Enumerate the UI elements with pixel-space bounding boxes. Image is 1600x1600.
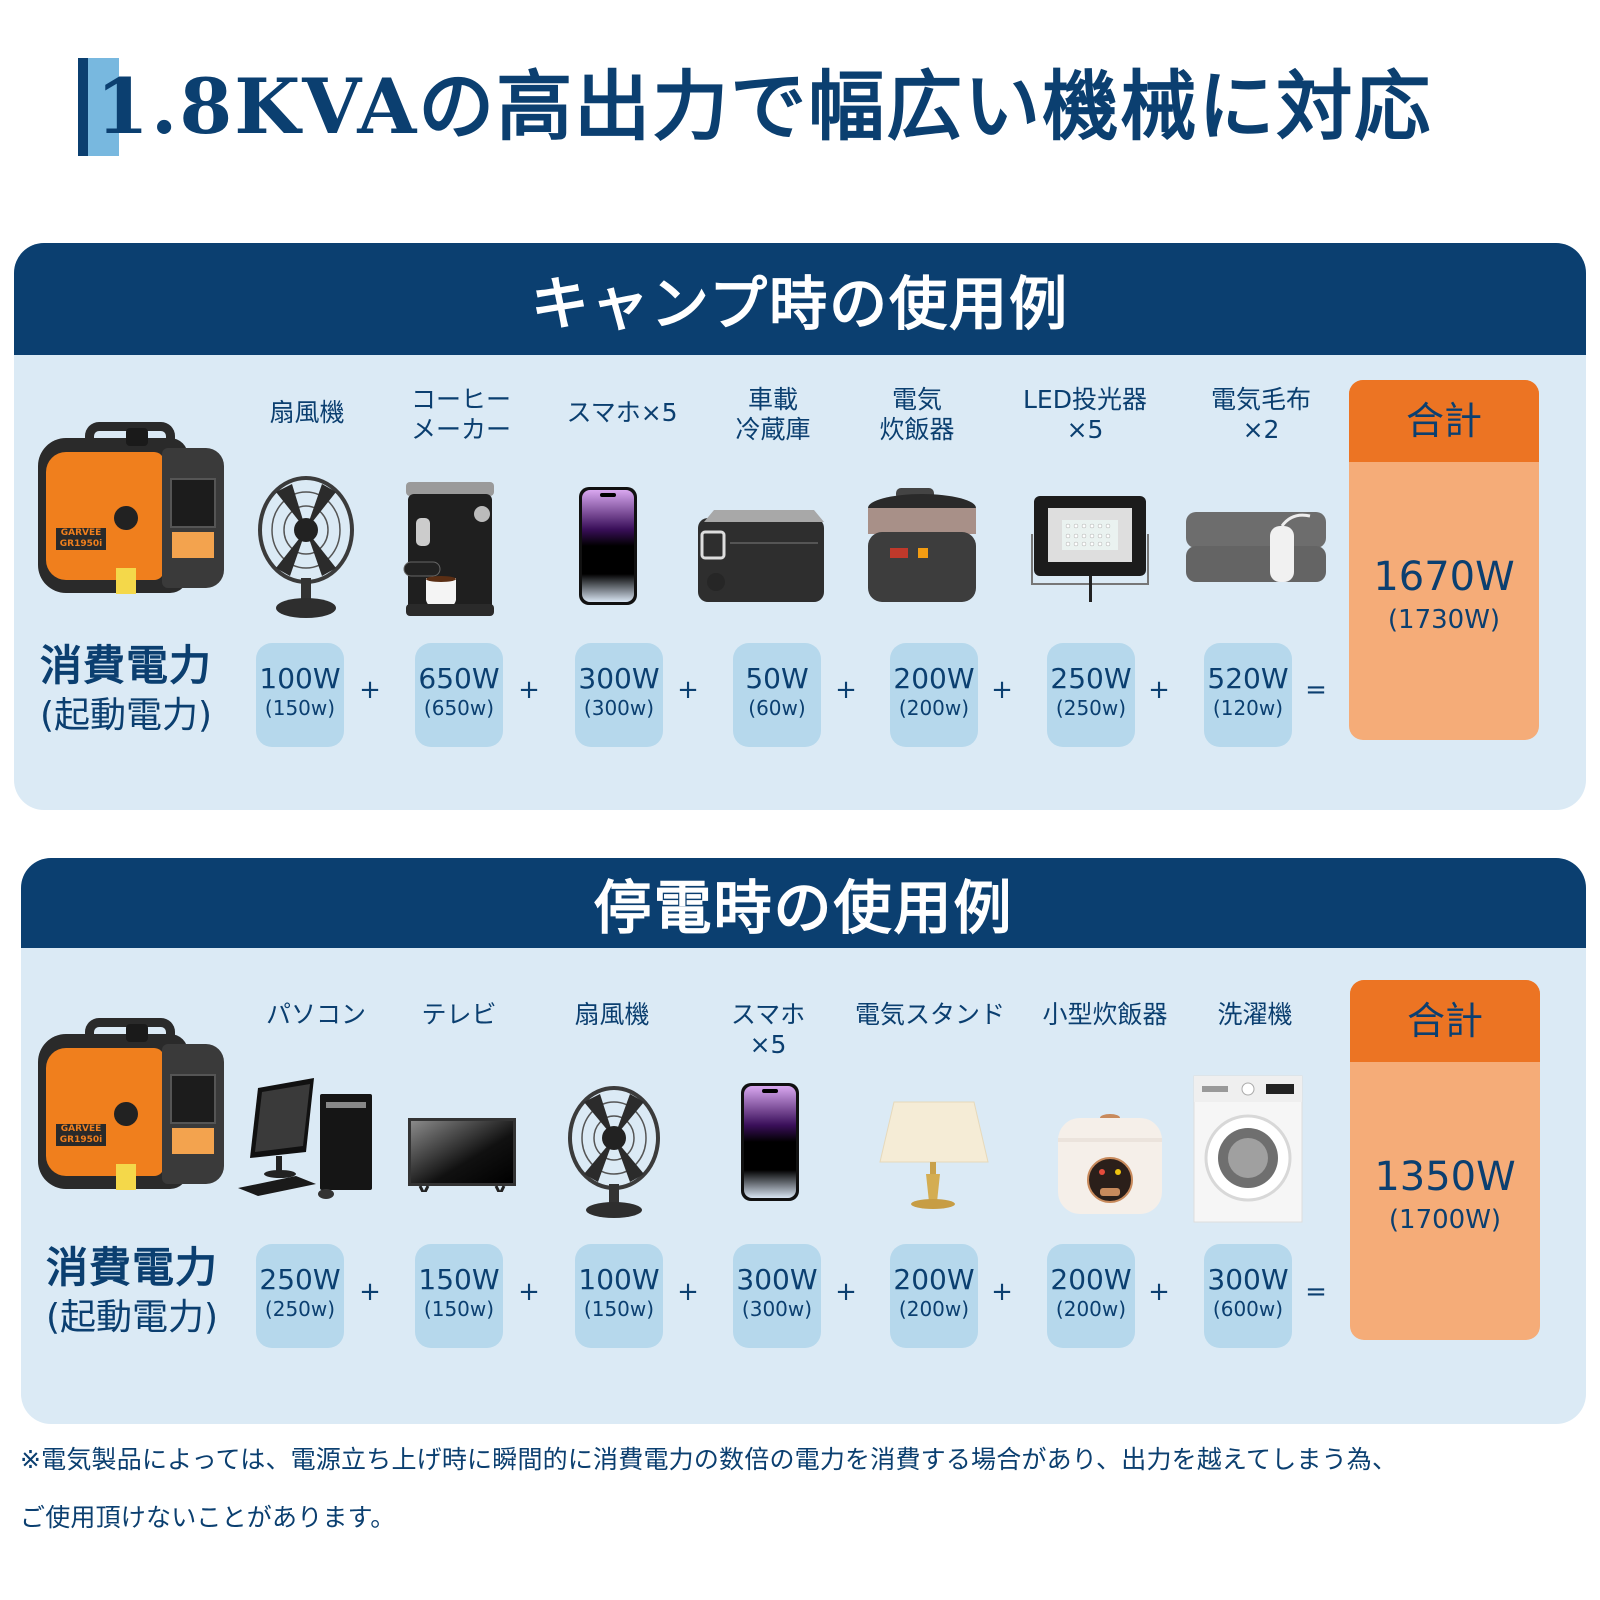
camp-item-label-fan: 扇風機: [269, 398, 345, 427]
camp-panel-title: キャンプ時の使用例: [530, 270, 1070, 338]
camp-watt-pill-coffee-maker: 650W(650w): [415, 643, 503, 747]
camp-item-label-car-fridge: 車載 冷蔵庫: [735, 385, 811, 444]
outage-total-start-watt: (1700W): [1388, 1205, 1502, 1235]
plus-sign: +: [359, 675, 381, 705]
outage-consumption-label: 消費電力 (起動電力): [46, 1243, 219, 1338]
rice-cooker-icon: [868, 488, 976, 602]
camp-item-label-coffee-maker: コーヒー メーカー: [410, 385, 511, 444]
title-accent-bar-light: [88, 58, 119, 156]
car-fridge-icon: [698, 510, 824, 602]
plus-sign: +: [359, 1277, 381, 1307]
camp-total-label: 合計: [1349, 380, 1539, 462]
outage-item-label-lamp: 電気スタンド: [854, 1000, 1005, 1029]
camp-consumption-label: 消費電力 (起動電力): [40, 641, 213, 736]
smartphone-icon: [579, 487, 637, 605]
camp-item-label-rice-cooker: 電気 炊飯器: [879, 385, 955, 444]
electric-blanket-icon: [1186, 512, 1326, 582]
camp-watt-pill-smartphone: 300W(300w): [575, 643, 663, 747]
camp-watt-pill-electric-blanket: 520W(120w): [1204, 643, 1292, 747]
camp-panel-header: キャンプ時の使用例: [14, 243, 1586, 355]
outage-item-label-smartphone: スマホ ×5: [730, 1000, 806, 1059]
footnote-line-2: ご使用頂けないことがあります。: [20, 1503, 396, 1532]
outage-panel-title: 停電時の使用例: [593, 874, 1014, 942]
outage-item-label-fan: 扇風機: [574, 1000, 650, 1029]
coffee-maker-icon: [403, 482, 494, 616]
outage-item-label-small-rice-cooker: 小型炊飯器: [1042, 1000, 1168, 1029]
outage-watt-pill-washing-machine: 300W(600w): [1204, 1244, 1292, 1348]
equals-sign: =: [1305, 675, 1327, 705]
plus-sign: +: [677, 675, 699, 705]
plus-sign: +: [677, 1277, 699, 1307]
led-floodlight-icon: [1031, 496, 1149, 602]
outage-item-label-washing-machine: 洗濯機: [1217, 1000, 1293, 1029]
plus-sign: +: [835, 675, 857, 705]
small-rice-cooker-icon: [1058, 1114, 1162, 1214]
camp-item-label-led-floodlight: LED投光器 ×5: [1023, 385, 1147, 444]
plus-sign: +: [991, 1277, 1013, 1307]
page-title-text: 1.8KVAの高出力で幅広い機械に対応: [96, 62, 1433, 151]
outage-watt-pill-small-rice-cooker: 200W(200w): [1047, 1244, 1135, 1348]
generator-control-panel: [170, 1074, 216, 1124]
camp-total-box: 合計 1670W (1730W): [1349, 380, 1539, 740]
plus-sign: +: [991, 675, 1013, 705]
desk-fan-icon: [568, 1086, 660, 1218]
page-title: 1.8KVAの高出力で幅広い機械に対応: [78, 58, 1432, 156]
title-accent-bar: [78, 58, 88, 156]
desktop-pc-icon: [238, 1078, 372, 1199]
television-icon: [408, 1118, 516, 1192]
washing-machine-icon: [1193, 1075, 1303, 1223]
camp-watt-pill-rice-cooker: 200W(200w): [890, 643, 978, 747]
plus-sign: +: [518, 675, 540, 705]
camp-watt-pill-car-fridge: 50W(60w): [733, 643, 821, 747]
camp-watt-pill-led-floodlight: 250W(250w): [1047, 643, 1135, 747]
plus-sign: +: [835, 1277, 857, 1307]
generator-control-panel: [170, 478, 216, 528]
outage-watt-pill-fan: 100W(150w): [575, 1244, 663, 1348]
table-lamp-icon: [879, 1101, 989, 1209]
desk-fan-icon: [258, 476, 354, 618]
plus-sign: +: [1148, 1277, 1170, 1307]
outage-watt-pill-lamp: 200W(200w): [890, 1244, 978, 1348]
generator-handle: [85, 422, 175, 452]
outage-watt-pill-pc: 250W(250w): [256, 1244, 344, 1348]
outage-watt-pill-smartphone: 300W(300w): [733, 1244, 821, 1348]
plus-sign: +: [1148, 675, 1170, 705]
footnote-line-1: ※電気製品によっては、電源立ち上げ時に瞬間的に消費電力の数倍の電力を消費する場合…: [20, 1445, 1398, 1474]
camp-item-label-electric-blanket: 電気毛布 ×2: [1210, 385, 1311, 444]
generator-handle: [85, 1018, 175, 1048]
outage-panel-header: 停電時の使用例: [21, 858, 1586, 948]
camp-total-start-watt: (1730W): [1387, 605, 1501, 635]
smartphone-icon: [741, 1083, 799, 1201]
outage-item-label-pc: パソコン: [265, 1000, 366, 1029]
equals-sign: =: [1305, 1277, 1327, 1307]
outage-total-box: 合計 1350W (1700W): [1350, 980, 1540, 1340]
camp-total-watt: 1670W: [1373, 554, 1515, 600]
outage-item-label-tv: テレビ: [421, 1000, 497, 1029]
camp-watt-pill-fan: 100W(150w): [256, 643, 344, 747]
outage-total-watt: 1350W: [1374, 1154, 1516, 1200]
outage-watt-pill-tv: 150W(150w): [415, 1244, 503, 1348]
plus-sign: +: [518, 1277, 540, 1307]
outage-total-label: 合計: [1350, 980, 1540, 1062]
camp-item-label-smartphone: スマホ×5: [566, 398, 678, 427]
